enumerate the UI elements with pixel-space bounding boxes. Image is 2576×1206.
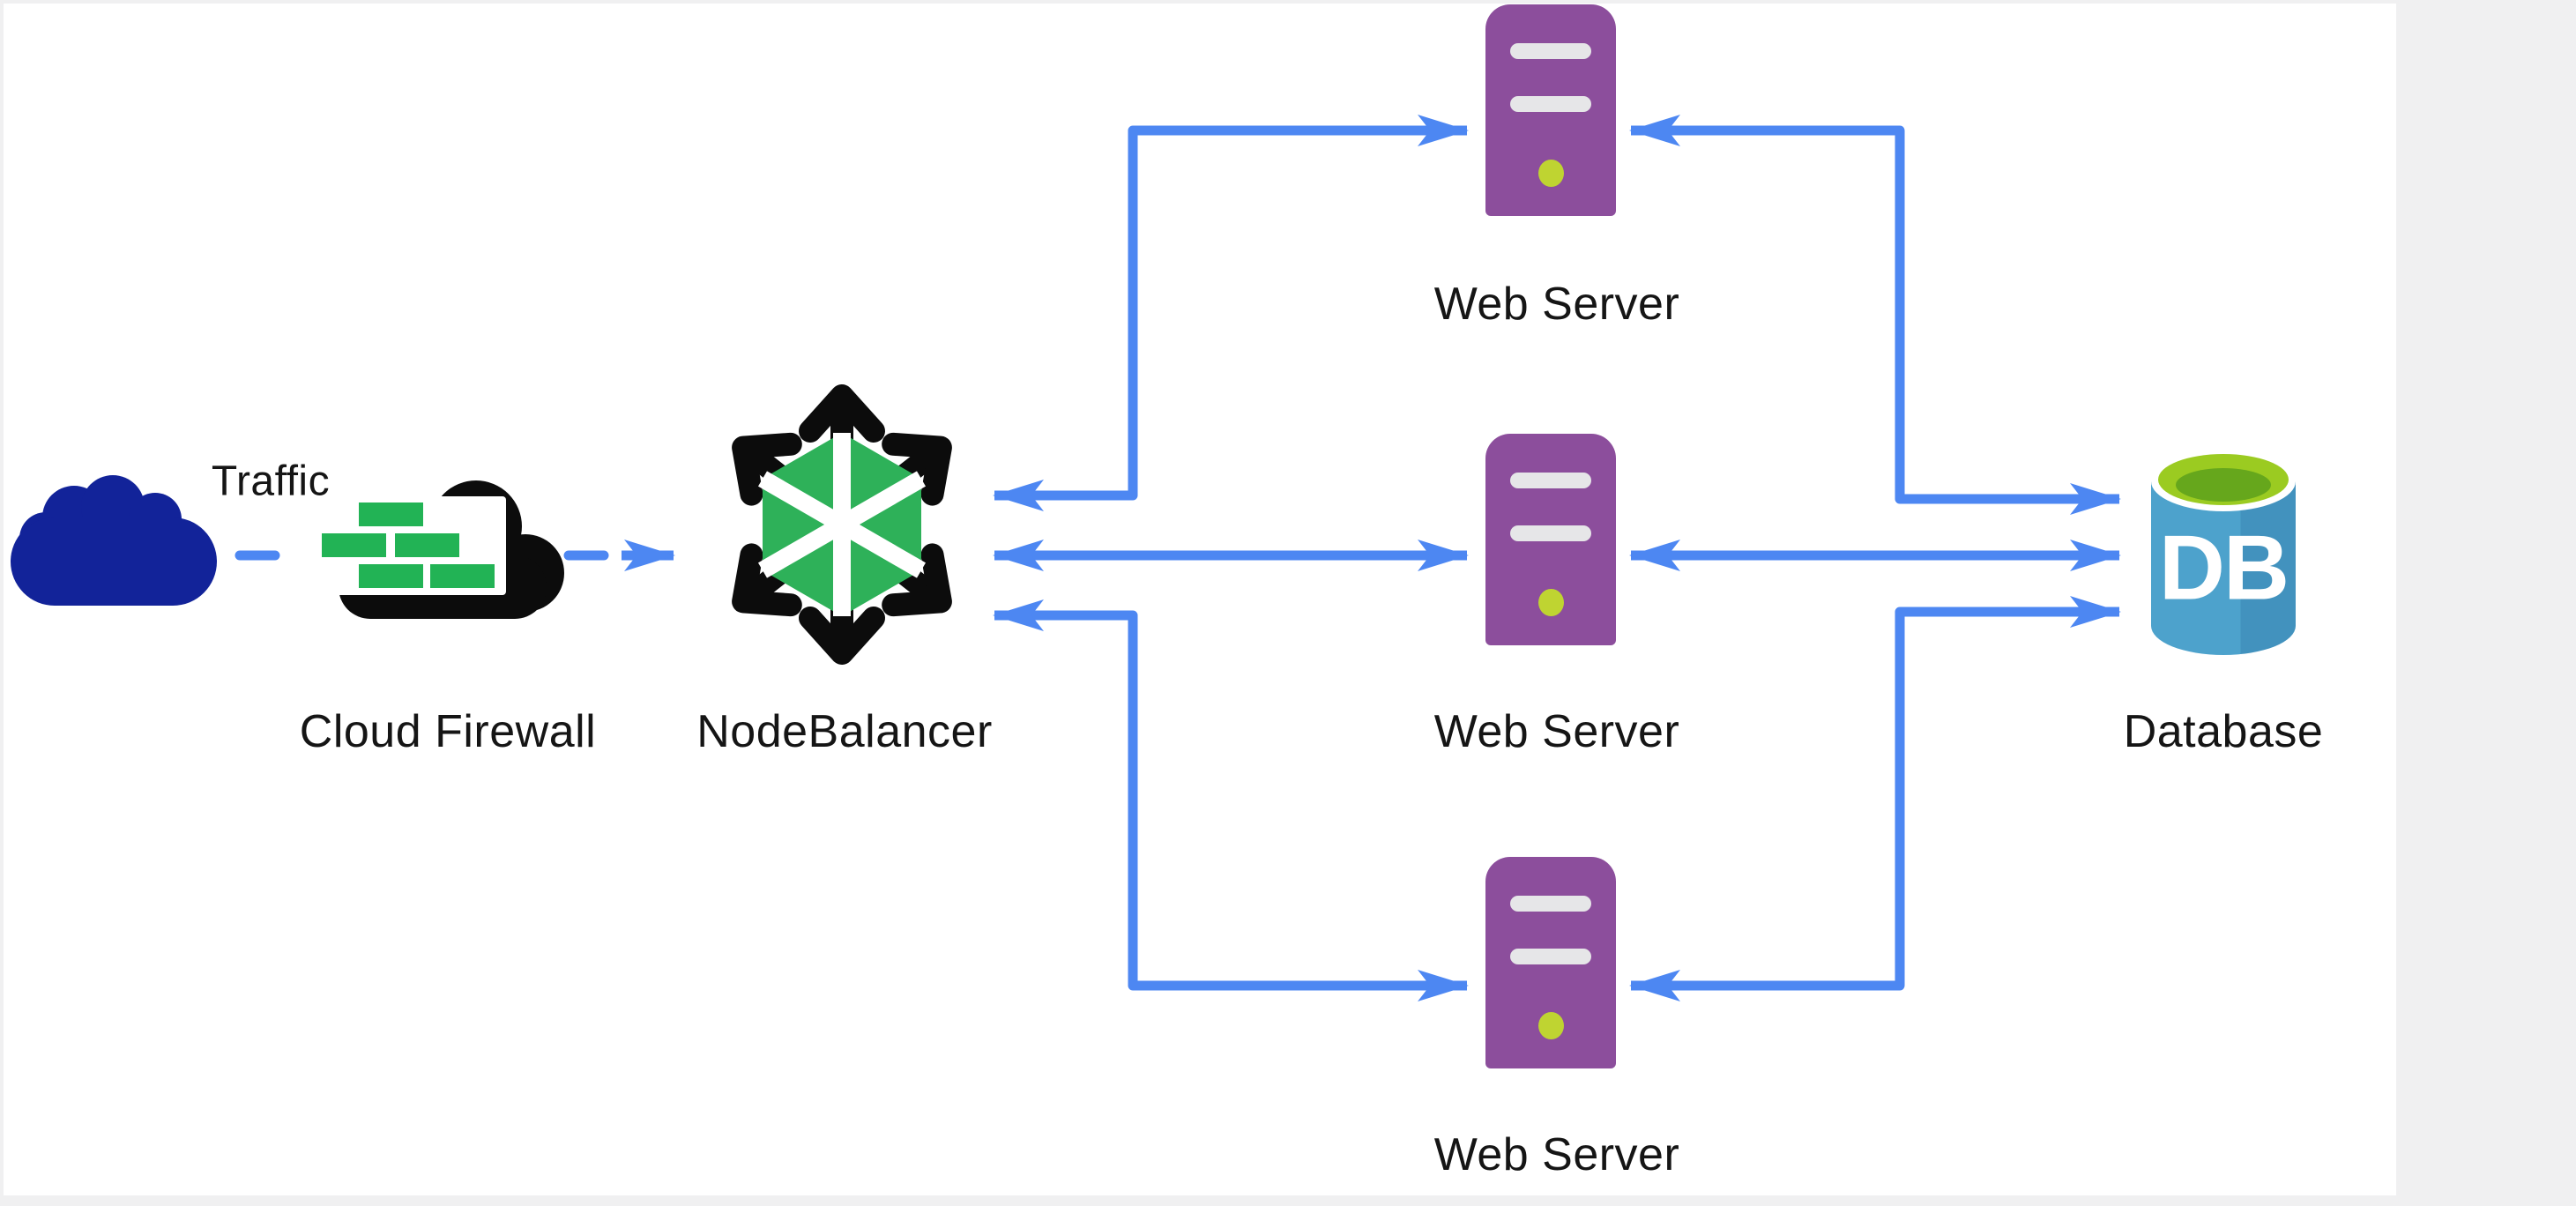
cloud-firewall-icon — [316, 480, 564, 619]
server-slot — [1510, 43, 1591, 59]
nodebalancer-icon — [732, 384, 952, 665]
node-web-server-3 — [1485, 857, 1616, 1068]
web-server-3-label: Web Server — [1433, 1129, 1680, 1180]
cloud-firewall-label: Cloud Firewall — [299, 706, 597, 757]
server-slot — [1510, 896, 1591, 912]
server-led — [1538, 1012, 1564, 1039]
node-web-server-2 — [1485, 434, 1616, 645]
server-icon — [1485, 857, 1616, 1068]
server-slot — [1510, 525, 1591, 541]
database-icon — [2151, 451, 2296, 655]
web-server-1-label: Web Server — [1433, 279, 1680, 330]
server-slot — [1510, 949, 1591, 964]
node-cloud-firewall — [310, 474, 566, 622]
node-web-server-1 — [1485, 4, 1616, 216]
server-icon — [1485, 434, 1616, 645]
database-label: Database — [2123, 706, 2324, 757]
server-led — [1538, 160, 1564, 187]
traffic-label: Traffic — [211, 458, 331, 505]
traffic-cloud-icon — [11, 475, 217, 606]
server-slot — [1510, 473, 1591, 488]
node-database — [2151, 444, 2296, 663]
server-slot — [1510, 96, 1591, 112]
database-db-badge: DB — [2158, 517, 2289, 620]
node-nodebalancer — [694, 376, 990, 673]
server-icon — [1485, 4, 1616, 216]
web-server-2-label: Web Server — [1433, 706, 1680, 757]
nodebalancer-label: NodeBalancer — [696, 706, 993, 757]
server-led — [1538, 589, 1564, 616]
node-traffic — [7, 472, 220, 607]
